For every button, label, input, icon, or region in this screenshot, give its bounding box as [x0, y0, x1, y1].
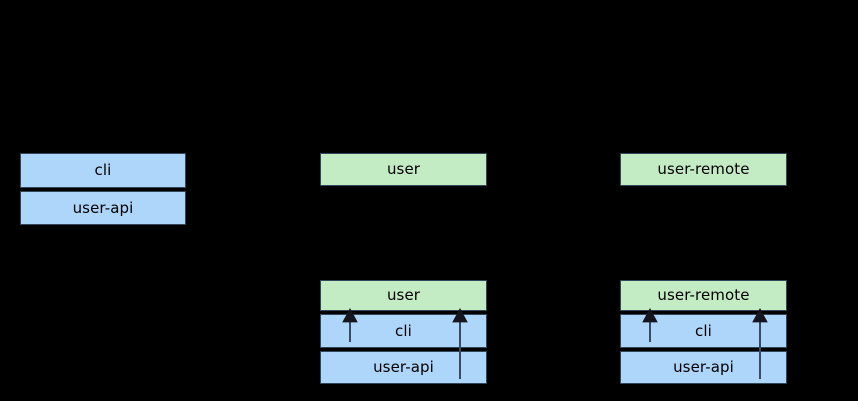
group-top-left: cli user-api [20, 153, 186, 225]
box-user-api: user-api [320, 351, 487, 384]
box-cli: cli [20, 153, 186, 188]
box-user-api: user-api [620, 351, 787, 384]
box-cli: cli [620, 314, 787, 348]
box-user: user [320, 280, 487, 311]
group-bottom-middle: user cli user-api [320, 280, 487, 384]
group-bottom-right: user-remote cli user-api [620, 280, 787, 384]
box-user-api: user-api [20, 191, 186, 225]
box-user-remote: user-remote [620, 153, 787, 186]
group-top-middle: user [320, 153, 487, 186]
box-user: user [320, 153, 487, 186]
box-user-remote: user-remote [620, 280, 787, 311]
box-cli: cli [320, 314, 487, 348]
group-top-right: user-remote [620, 153, 787, 186]
